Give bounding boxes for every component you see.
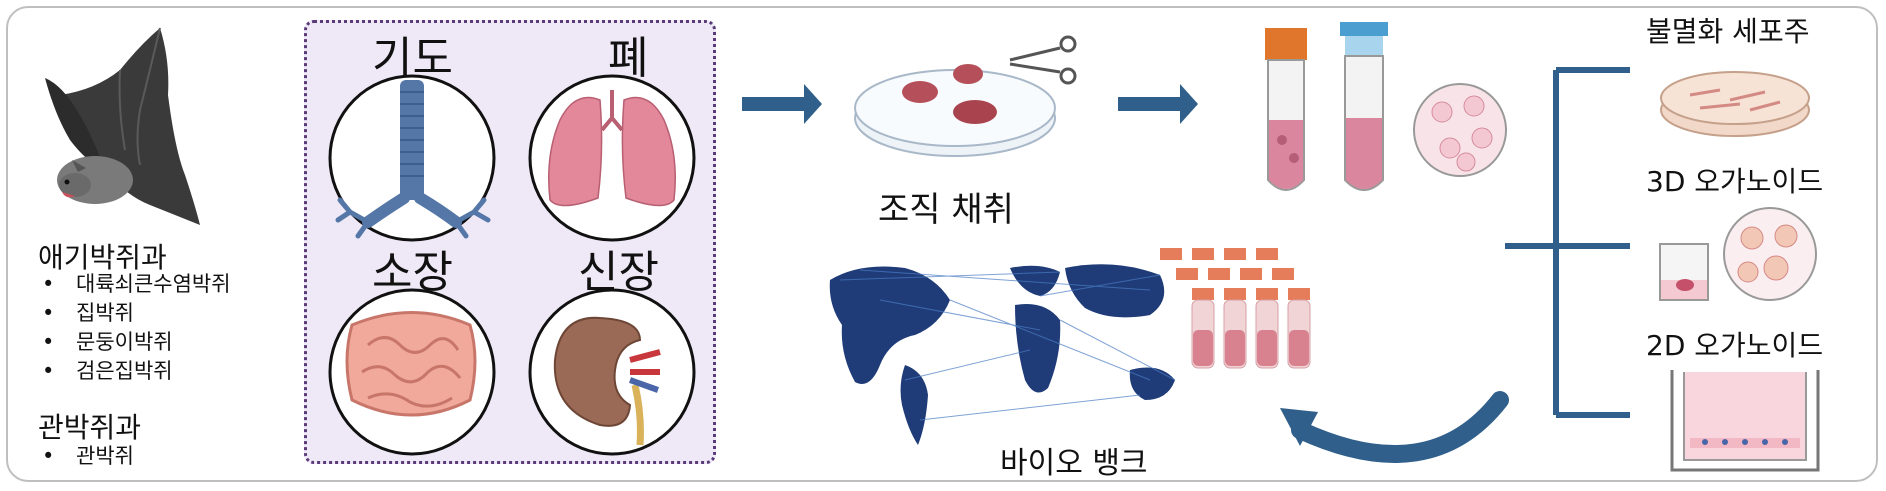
bat-icon <box>45 27 200 225</box>
species-item: 문둥이박쥐 <box>38 328 231 357</box>
scissors-icon <box>1009 35 1077 85</box>
biobank-label: 바이오 뱅크 <box>1000 446 1148 481</box>
species-item: 대륙쇠큰수염박쥐 <box>38 270 231 299</box>
family-vespertilionidae-label: 애기박쥐과 <box>38 241 167 274</box>
network-lines <box>839 269 1176 421</box>
species-item: 검은집박쥐 <box>38 357 231 386</box>
vespertilionidae-species-list: 대륙쇠큰수염박쥐 집박쥐 문둥이박쥐 검은집박쥐 <box>38 270 231 386</box>
cell-magnified-icon <box>1413 83 1507 177</box>
tube-icon <box>1340 22 1388 191</box>
family-rhinolophidae-label: 관박쥐과 <box>38 411 142 444</box>
species-item: 관박쥐 <box>38 442 134 471</box>
tissue-collection-label: 조직 채취 <box>878 190 1014 230</box>
output-label-2d-organoid: 2D 오가노이드 <box>1646 329 1824 362</box>
tube-icon <box>1265 28 1307 191</box>
output-label-3d-organoid: 3D 오가노이드 <box>1646 165 1824 198</box>
lung-icon <box>528 74 696 242</box>
sample-tubes-icon <box>1160 248 1311 369</box>
petri-dish-icon <box>854 64 1056 157</box>
organoid-3d-icon <box>1659 207 1817 301</box>
intestine-icon <box>328 288 496 456</box>
world-map-icon <box>829 264 1175 445</box>
bracket-lines <box>1505 67 1630 418</box>
figure-frame <box>6 6 1878 482</box>
curved-arrow-icon <box>1280 391 1509 463</box>
organoid-2d-transwell-icon <box>1670 370 1820 472</box>
output-label-immortal-cell-line: 불멸화 세포주 <box>1646 15 1810 48</box>
arrow-right-icon <box>1118 84 1198 124</box>
cell-culture-dish-icon <box>1660 71 1810 137</box>
trachea-icon <box>328 74 496 242</box>
species-item: 집박쥐 <box>38 299 231 328</box>
arrow-right-icon <box>742 84 822 124</box>
rhinolophidae-species-list: 관박쥐 <box>38 442 134 471</box>
kidney-icon <box>528 288 696 456</box>
